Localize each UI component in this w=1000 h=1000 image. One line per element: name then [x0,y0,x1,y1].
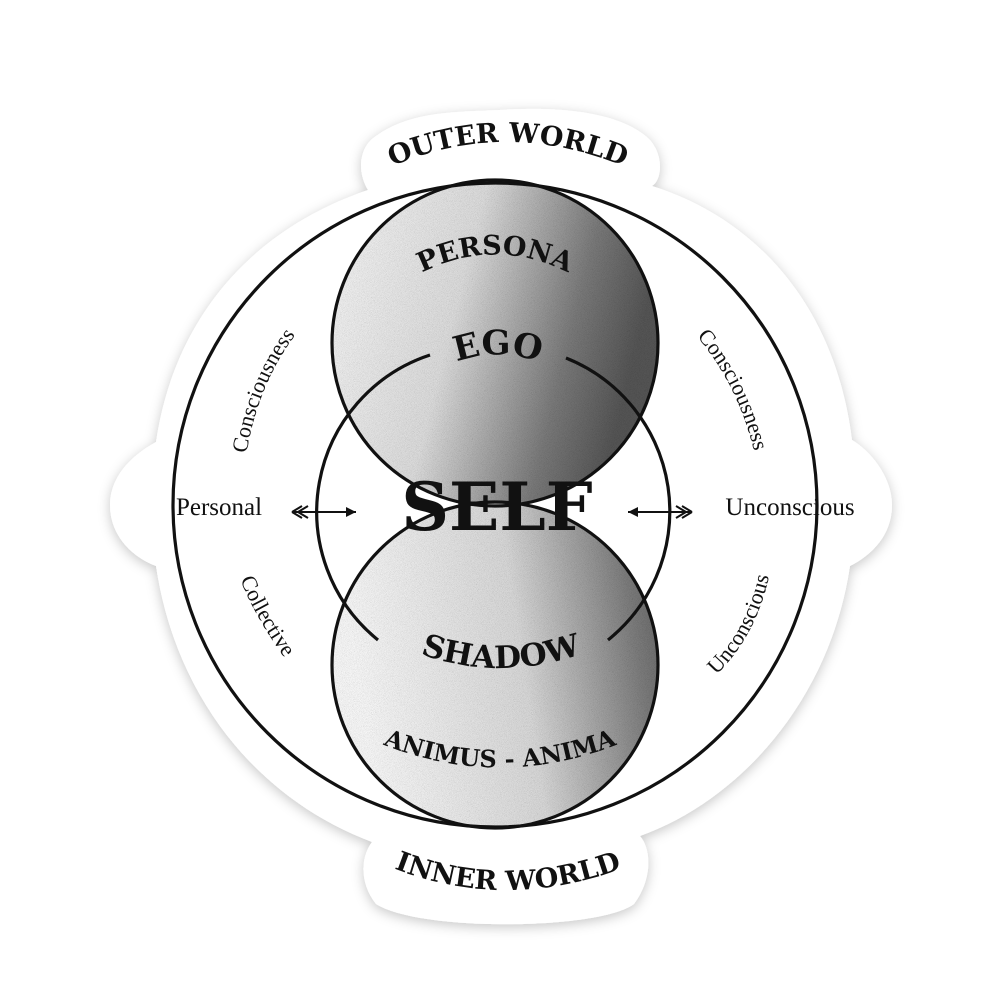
ego-text: EGO [449,323,547,370]
self-label: SELF [401,468,592,546]
ego-shadow-circle [315,353,431,642]
ego-label: EGO [449,323,547,370]
personal-label: Personal [176,494,262,521]
unconscious-side-label: Unconscious [725,494,854,521]
left-arrow [291,505,356,519]
shadow-circle-outline [330,500,660,830]
persona-circle-fill [332,180,658,506]
ego-shadow-circle-right [565,356,672,642]
persona-circle-outline [330,178,660,508]
shadow-circle-fill [332,502,658,828]
right-arrow [628,505,693,519]
